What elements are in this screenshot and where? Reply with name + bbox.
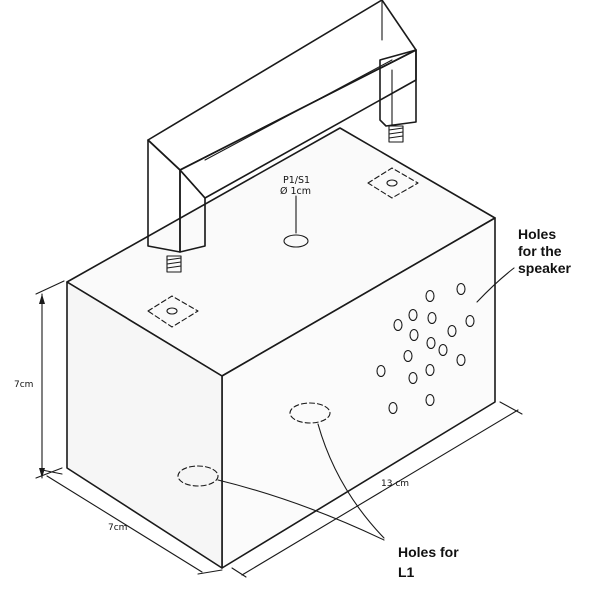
mount-pad-left	[147, 295, 199, 328]
screw-right	[388, 125, 404, 143]
coil-callout-line-1	[317, 423, 385, 539]
speaker-holes	[376, 282, 475, 415]
coil-hole-left	[177, 465, 219, 487]
coil-label-line1: Holes for	[398, 544, 459, 560]
switch-hole	[283, 195, 309, 248]
speaker-label-line3: speaker	[518, 260, 571, 276]
dim-length-label: 13 cm	[381, 479, 409, 489]
dim-height	[35, 280, 65, 479]
dim-depth	[41, 469, 223, 575]
coil-holes	[177, 402, 331, 487]
switch-diameter-label: Ø 1cm	[280, 186, 311, 197]
handle-right-leg	[379, 49, 417, 127]
coil-label-line2: L1	[398, 564, 415, 580]
speaker-callout-line	[476, 267, 515, 303]
dim-depth-label: 7cm	[108, 523, 127, 533]
box-left-face	[66, 281, 223, 569]
coil-callout-line-2	[217, 479, 385, 541]
dim-length	[231, 401, 523, 578]
handle-bar-top	[147, 0, 417, 171]
speaker-label-line2: for the	[518, 243, 562, 259]
mount-pad-right	[367, 167, 419, 199]
dim-height-label: 7cm	[14, 380, 33, 390]
coil-hole-front	[289, 402, 331, 424]
screw-left	[166, 255, 182, 273]
switch-ref-label: P1/S1	[283, 175, 310, 186]
speaker-label-line1: Holes	[518, 226, 556, 242]
carry-handle	[147, 0, 417, 253]
